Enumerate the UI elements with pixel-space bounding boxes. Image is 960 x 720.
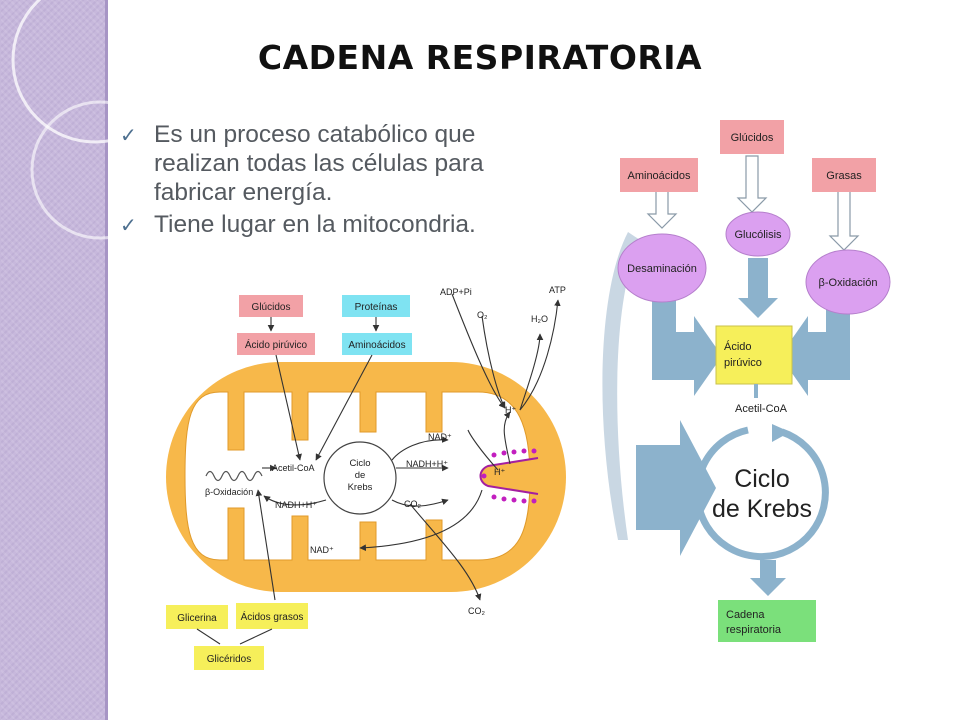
flow-grasas-label: Grasas (826, 170, 862, 182)
bullet-text: Es un proceso catabólico que realizan to… (154, 121, 484, 206)
mito-proteinas-label: Proteínas (355, 302, 398, 313)
flow-glucidos-label: Glúcidos (731, 132, 774, 144)
mito-h-plus-top-label: H⁺ (505, 405, 516, 415)
metabolic-flow-diagram: Glúcidos Aminoácidos Grasas Desaminación… (602, 120, 891, 642)
mito-acido-piruvico-box (237, 333, 315, 355)
mito-proteinas-box (342, 295, 410, 317)
mito-aminoacidos-box (342, 333, 412, 355)
mito-atp-label: ATP (549, 285, 566, 295)
flow-acido-piruvico-box (715, 325, 793, 385)
mito-nadh-right-label: NADH+H⁺ (406, 459, 448, 469)
block-arrow-krebs-to-cadena (750, 560, 786, 596)
block-arrow-desaminacion (652, 296, 722, 396)
mito-krebs-line: de (355, 470, 366, 481)
atp-synthase-particles (481, 448, 537, 504)
bullet-text: Tiene lugar en la mitocondria. (154, 211, 476, 238)
mitochondrion-diagram: Glúcidos Ácido pirúvico Proteínas Aminoá… (166, 285, 566, 670)
flow-grasas-box (812, 158, 876, 192)
mito-gliceridos-box (194, 646, 264, 670)
mito-co2-out-label: CO₂ (468, 606, 486, 616)
mitochondrion-matrix (184, 391, 531, 561)
krebs-cycle-circle (323, 441, 397, 515)
mito-acido-piruvico-label: Ácido pirúvico (245, 338, 308, 351)
big-curved-arrow (602, 232, 640, 540)
mito-h2o-label: H₂O (531, 314, 548, 324)
mito-o2-label: O₂ (477, 310, 488, 320)
slide-title: CADENA RESPIRATORIA (257, 38, 703, 77)
block-arrow-left (636, 420, 716, 556)
mito-glucidos-label: Glúcidos (252, 302, 291, 313)
flow-cadena-line: Cadena (726, 609, 765, 621)
flow-krebs-cycle-ring (693, 426, 829, 561)
mito-glicerina-box (166, 605, 228, 629)
bullet-item: ✓ Es un proceso catabólico que realizan … (120, 120, 520, 207)
mito-co2-inner-label: CO₂ (404, 499, 422, 509)
flow-beta-oxidacion-label: β-Oxidación (819, 277, 878, 289)
mito-nadh-left-label: NADH+H⁺ (275, 500, 317, 510)
flow-aminoacidos-label: Aminoácidos (628, 170, 691, 182)
mito-arrows (196, 293, 561, 645)
checkmark-icon: ✓ (120, 125, 137, 147)
decorative-circles (11, 0, 179, 240)
mito-nad-bottom-label: NAD⁺ (310, 545, 334, 555)
flow-desaminacion-label: Desaminación (627, 263, 697, 275)
flow-cadena-line: respiratoria (726, 624, 782, 636)
flow-beta-oxidacion-ellipse (805, 249, 891, 315)
block-arrow-beta-oxidacion (780, 296, 850, 396)
beta-oxidation-spiral (205, 470, 263, 482)
flow-acido-piruvico-line: pirúvico (724, 357, 762, 369)
mito-acetil-coa-label: Acetil-CoA (272, 463, 315, 473)
flow-krebs-arrowhead (772, 424, 790, 442)
flow-glucolisis-label: Glucólisis (734, 229, 782, 241)
mito-acidos-grasos-label: Ácidos grasos (241, 610, 304, 623)
mito-gliceridos-label: Glicéridos (207, 654, 251, 665)
bullet-item: ✓ Tiene lugar en la mitocondria. (120, 210, 520, 241)
mito-krebs-line: Krebs (348, 482, 373, 493)
side-band-border (105, 0, 108, 720)
mito-glucidos-box (239, 295, 303, 317)
mito-h-plus-inner-label: H⁺ (494, 467, 505, 477)
checkmark-icon: ✓ (120, 215, 137, 237)
block-arrow-glucolisis (738, 258, 778, 318)
mito-adp-pi-label: ADP+Pi (440, 287, 472, 297)
mito-krebs-line: Ciclo (349, 458, 370, 469)
mito-glicerina-label: Glicerina (177, 613, 217, 624)
flow-desaminacion-ellipse (617, 233, 707, 303)
mito-nad-top-label: NAD⁺ (428, 432, 452, 442)
flow-glucolisis-ellipse (725, 211, 791, 257)
flow-glucidos-box (720, 120, 784, 154)
outline-arrows (646, 155, 860, 251)
flow-acetil-coa-label: Acetil-CoA (735, 403, 788, 415)
flow-krebs-line: de Krebs (712, 495, 812, 523)
flow-aminoacidos-box (620, 158, 698, 192)
bullet-list: ✓ Es un proceso catabólico que realizan … (120, 120, 520, 244)
flow-cadena-box (718, 600, 816, 642)
flow-krebs-line: Ciclo (734, 465, 790, 493)
mito-aminoacidos-label: Aminoácidos (348, 340, 405, 351)
flow-acido-piruvico-line: Ácido (724, 340, 752, 353)
mito-beta-oxidacion-label: β-Oxidación (205, 487, 253, 497)
mito-acidos-grasos-box (236, 603, 308, 629)
